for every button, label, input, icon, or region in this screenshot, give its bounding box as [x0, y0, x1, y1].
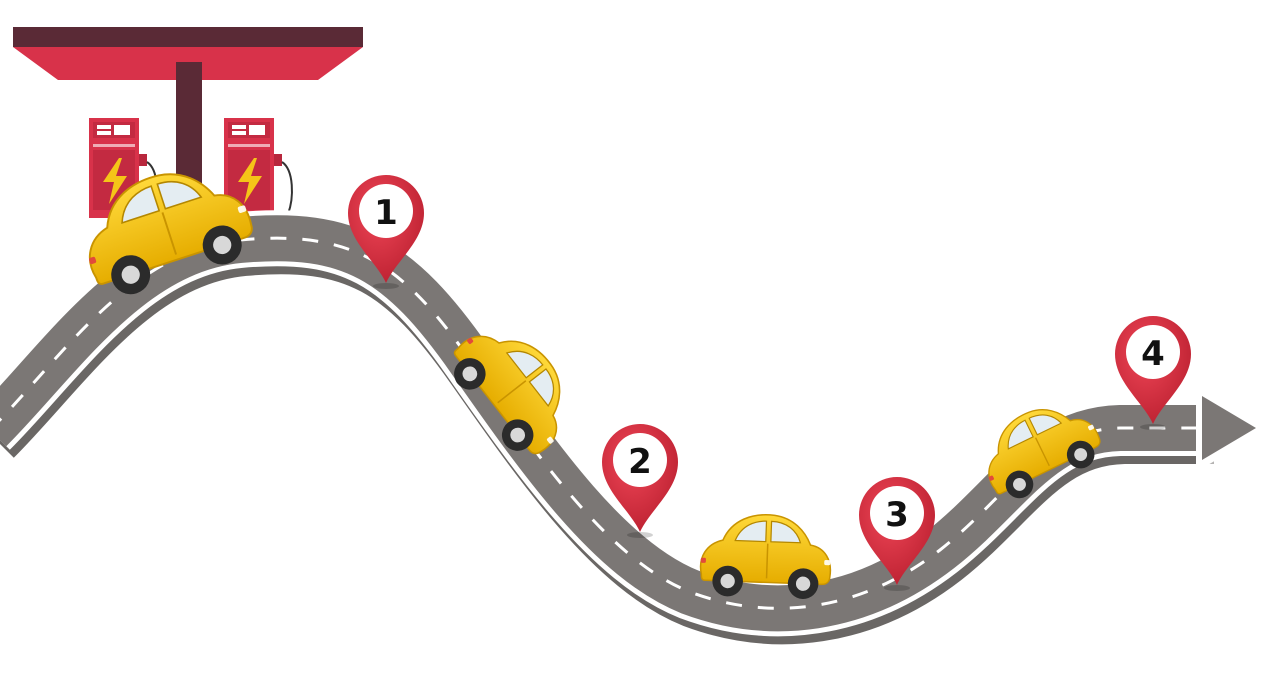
milestone-pin-1: 1	[348, 175, 424, 289]
milestone-pin-2: 2	[602, 424, 678, 538]
milestone-label: 1	[374, 193, 398, 233]
arrow-head-surface	[1202, 396, 1256, 460]
milestone-pin-4: 4	[1115, 316, 1191, 430]
milestone-label: 4	[1141, 334, 1165, 374]
milestone-label: 3	[885, 495, 909, 535]
milestone-label: 2	[628, 442, 652, 482]
canopy-top	[13, 27, 363, 47]
milestone-pin-3: 3	[859, 477, 935, 591]
